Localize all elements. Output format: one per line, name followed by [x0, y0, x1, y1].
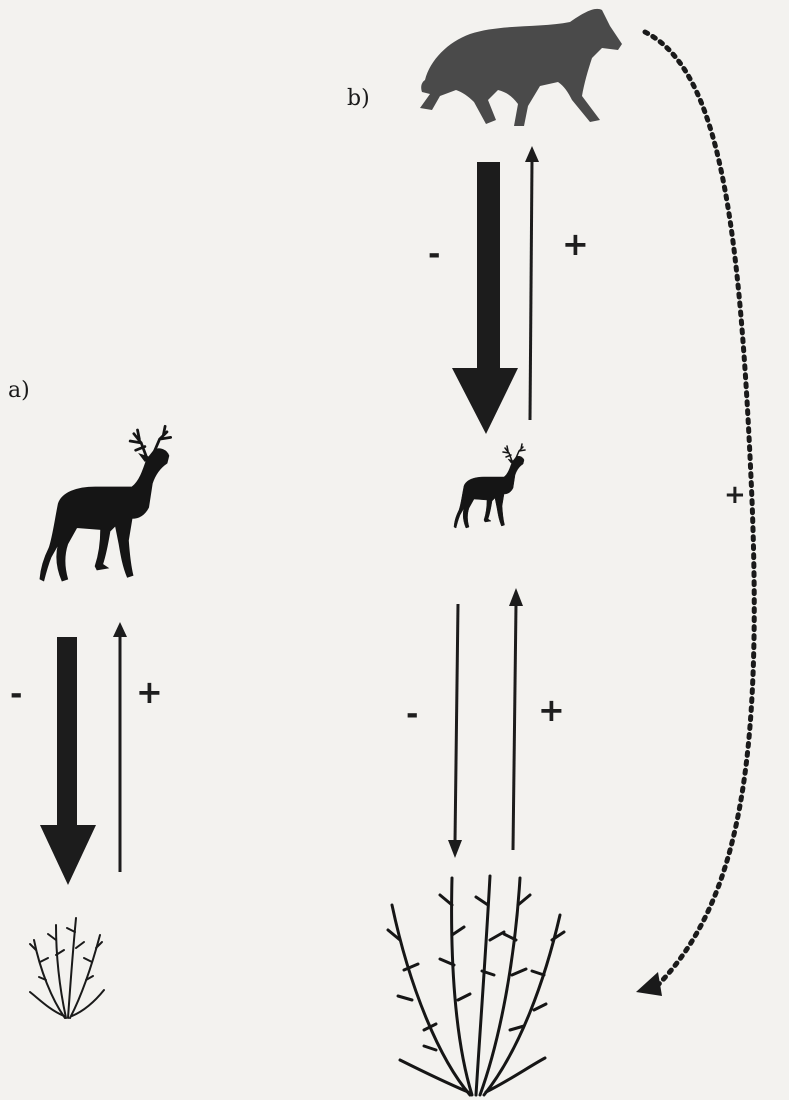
panel-a-label: a)	[8, 380, 30, 402]
panel-b-bottom-plus-sign: +	[538, 694, 565, 726]
panel-b-indirect-plus-sign: +	[724, 482, 746, 508]
deer-icon-b	[454, 444, 525, 528]
arrow-down-b-top	[452, 162, 518, 434]
panel-a-minus-sign: -	[10, 680, 22, 710]
arrow-down-b-bottom	[448, 604, 462, 858]
arrow-up-a	[113, 622, 127, 872]
arrow-down-a	[40, 637, 96, 885]
wolf-icon-b	[420, 9, 622, 126]
arrow-up-b-top	[525, 146, 539, 420]
panel-a-plus-sign: +	[136, 676, 163, 708]
panel-b-top-minus-sign: -	[428, 240, 440, 270]
indirect-effect-arrow	[636, 32, 754, 996]
shrub-icon-b	[388, 876, 564, 1095]
shrub-icon-a	[30, 918, 104, 1018]
panel-b-bottom-minus-sign: -	[406, 700, 418, 730]
deer-icon-a	[40, 426, 171, 581]
arrow-up-b-bottom	[509, 588, 523, 850]
panel-b-top-plus-sign: +	[562, 228, 589, 260]
panel-b-label: b)	[347, 88, 370, 110]
